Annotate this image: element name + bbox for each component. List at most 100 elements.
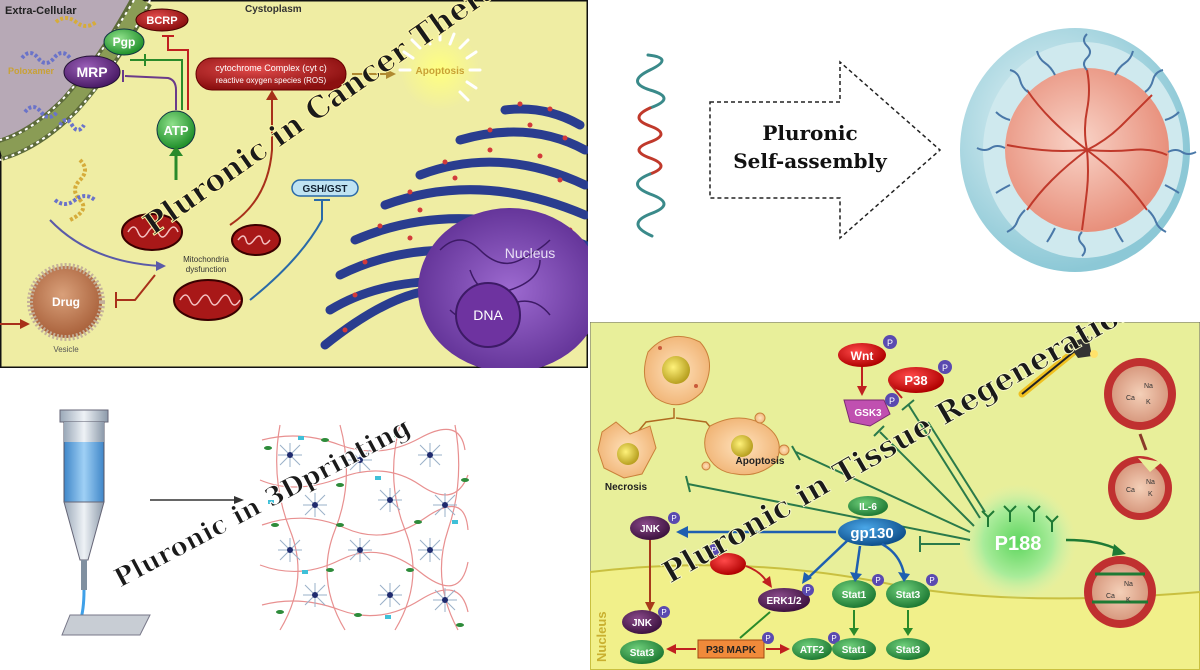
poloxamer-label: Poloxamer (8, 66, 55, 76)
tissue-panel: Nucleus Necrosis Apoptosis Wnt P38 P P G… (590, 322, 1200, 670)
micelle (960, 28, 1197, 272)
mito-label-2: dysfunction (186, 265, 226, 274)
gsk3-label: GSK3 (854, 408, 882, 419)
cancer-therapy-panel: Extra-Cellular Cystoplasm Poloxamer BCRP… (0, 0, 588, 368)
il6-node (848, 496, 888, 516)
pluronic-chain (636, 53, 666, 238)
il6-label: IL-6 (859, 502, 877, 513)
assembly-arrow (709, 60, 942, 240)
atf2-node (792, 638, 832, 660)
stat3-phospho: P (929, 576, 934, 585)
extracellular-label: Extra-Cellular (5, 5, 77, 17)
fibre1-k: K (1146, 399, 1151, 406)
gsh-gst-label: GSH/GST (302, 184, 347, 195)
cytoplasm-label: Cystoplasm (245, 4, 302, 15)
necrosis-cell (597, 421, 657, 479)
fibre3-ca: Ca (1106, 593, 1115, 600)
vesicle-label: Vesicle (53, 345, 79, 354)
wnt-node (838, 343, 886, 367)
mitochondria (121, 213, 281, 321)
atp-label: ATP (163, 123, 188, 138)
fibre1-na: Na (1144, 383, 1153, 390)
stat3-label-bottom-left: Stat3 (630, 648, 655, 659)
membrane-fibre-1: Na Ca K (1104, 358, 1176, 430)
drug-label: Drug (52, 295, 80, 309)
fibre2-na: Na (1146, 479, 1155, 486)
hammer-icon (1018, 336, 1098, 398)
drug-vesicle (27, 263, 105, 341)
jnk-label-top: JNK (640, 524, 661, 535)
cytochrome-label: cytochrome Complex (cyt c) (215, 63, 327, 73)
ros-label: reactive oxygen species (ROS) (216, 76, 327, 85)
atf2-label: ATF2 (800, 645, 825, 656)
self-assembly-line1: Pluronic (762, 121, 857, 145)
p38-node (888, 367, 944, 393)
jnk-phospho-top: P (671, 514, 676, 523)
nucleus-region-label: Nucleus (594, 611, 609, 662)
stat3-label-top: Stat3 (896, 590, 921, 601)
bcrp-transporter (135, 8, 189, 32)
jnk-phospho-bottom: P (661, 608, 666, 617)
erk-label: ERK1/2 (766, 596, 801, 607)
stat1-node-top (832, 580, 876, 608)
membrane-fibre-3: Na Ca K (1084, 556, 1156, 628)
necrosis-label: Necrosis (605, 482, 648, 493)
stat1-node-bottom (832, 638, 876, 660)
apoptotic-cell (701, 412, 790, 476)
stat3-node-bottom-left (620, 640, 664, 664)
p38-mid-phospho: P (711, 546, 716, 555)
fibre3-k: K (1126, 597, 1131, 604)
membrane-fibre-2: Na Ca K (1108, 456, 1172, 520)
p188-label: P188 (995, 533, 1042, 555)
stat3-node-bottom (886, 638, 930, 660)
wnt-label: Wnt (851, 349, 874, 363)
erk-node (758, 588, 810, 612)
apoptosis-label: Apoptosis (736, 456, 785, 467)
stat1-label-top: Stat1 (842, 590, 867, 601)
p188-polymers (981, 505, 1059, 532)
p38-mapk-box (697, 639, 765, 659)
fibre2-k: K (1148, 491, 1153, 498)
self-assembly-panel: Pluronic Self-assembly (636, 28, 1197, 272)
p38-mapk-phospho: P (765, 634, 770, 643)
atf2-phospho: P (831, 634, 836, 643)
fibre2-ca: Ca (1126, 487, 1135, 494)
mito-label-1: Mitochondria (183, 255, 229, 264)
printing-panel: Pluronic in 3Dprinting (59, 409, 469, 636)
bcrp-label: BCRP (146, 15, 177, 27)
p38-node-mid (710, 553, 746, 575)
dna-label: DNA (473, 307, 503, 323)
fibre1-ca: Ca (1126, 395, 1135, 402)
gsk3-phospho: P (889, 396, 895, 406)
wnt-phospho: P (887, 338, 893, 348)
mrp-label: MRP (76, 64, 107, 80)
apoptosis-burst (398, 28, 482, 102)
stat1-label-bottom: Stat1 (842, 645, 867, 656)
jnk-label-bottom: JNK (632, 618, 653, 629)
nucleus-label: Nucleus (505, 245, 556, 261)
self-assembly-line2: Self-assembly (733, 149, 888, 173)
pgp-transporter (103, 28, 145, 56)
p188-glow (960, 484, 1076, 600)
hydrogel-network (258, 420, 469, 635)
gp130-node (838, 518, 906, 546)
pgp-label: Pgp (113, 35, 136, 49)
gsh-gst-box (291, 179, 359, 197)
jnk-node-top (630, 516, 670, 540)
mrp-transporter (63, 55, 121, 89)
stat3-node-top (886, 580, 930, 608)
gsk3-node (843, 399, 891, 427)
syringe (59, 409, 151, 636)
erk-phospho: P (805, 586, 810, 595)
apoptosis-label: Apoptosis (416, 66, 465, 77)
healthy-cell (643, 335, 710, 406)
p38-phospho: P (942, 363, 948, 373)
cytochrome-box (195, 57, 347, 91)
stat1-phospho: P (875, 576, 880, 585)
fibre3-na: Na (1124, 581, 1133, 588)
p38-mapk-label: P38 MAPK (706, 645, 757, 656)
inhibition-lines (685, 399, 986, 552)
p38-label: P38 (904, 373, 927, 388)
jnk-node-bottom (622, 610, 662, 634)
dna-node (455, 282, 521, 348)
